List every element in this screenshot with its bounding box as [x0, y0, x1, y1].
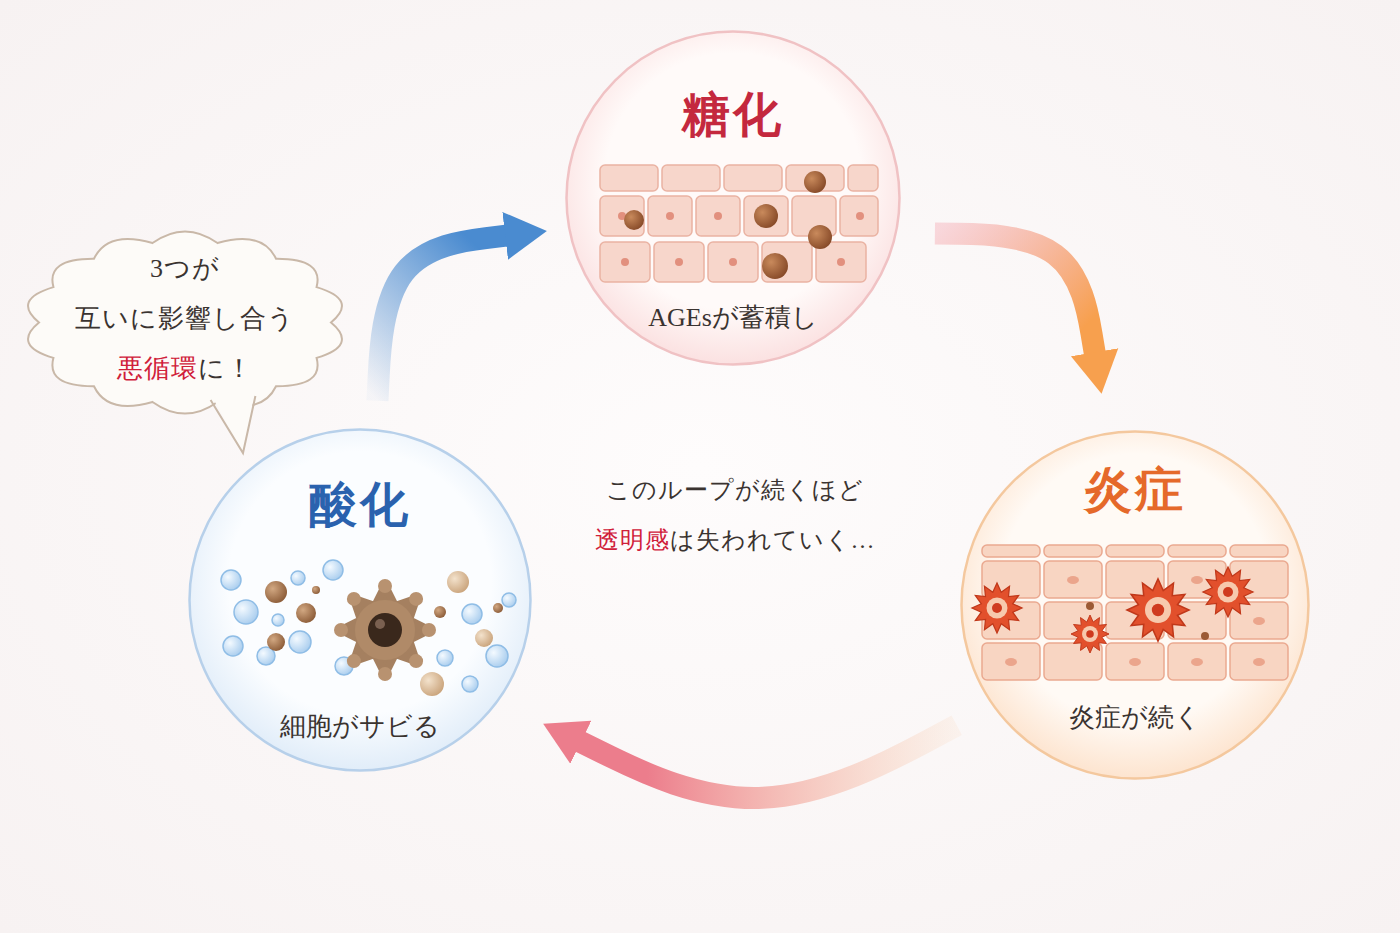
cloud-text: 3つが 互いに影響し合う 悪循環に！ — [60, 244, 310, 394]
center-note: このループが続くほど 透明感は失われていく… — [590, 465, 880, 565]
circle-heading: 酸化 — [188, 476, 532, 534]
speech-cloud: 3つが 互いに影響し合う 悪循環に！ — [25, 225, 345, 420]
cloud-outline — [28, 231, 342, 413]
circle-heading: 炎症 — [960, 461, 1310, 519]
cloud-tail — [211, 390, 256, 453]
cycle-arrow — [580, 725, 957, 798]
cycle-arrow — [377, 236, 506, 401]
cycle-circle: 炎症炎症が続く — [960, 430, 1310, 780]
cycle-circle: 酸化細胞がサビる — [188, 428, 532, 772]
cycle-circle: 糖化 AGEsが蓄積し — [565, 30, 901, 366]
circle-heading: 糖化 — [565, 86, 901, 144]
cycle-arrow — [935, 234, 1095, 354]
circle-caption: 炎症が続く — [960, 701, 1310, 735]
circle-caption: 細胞がサビる — [188, 710, 532, 744]
cloud-tail-outline — [211, 396, 256, 453]
circle-caption: AGEsが蓄積し — [565, 301, 901, 335]
